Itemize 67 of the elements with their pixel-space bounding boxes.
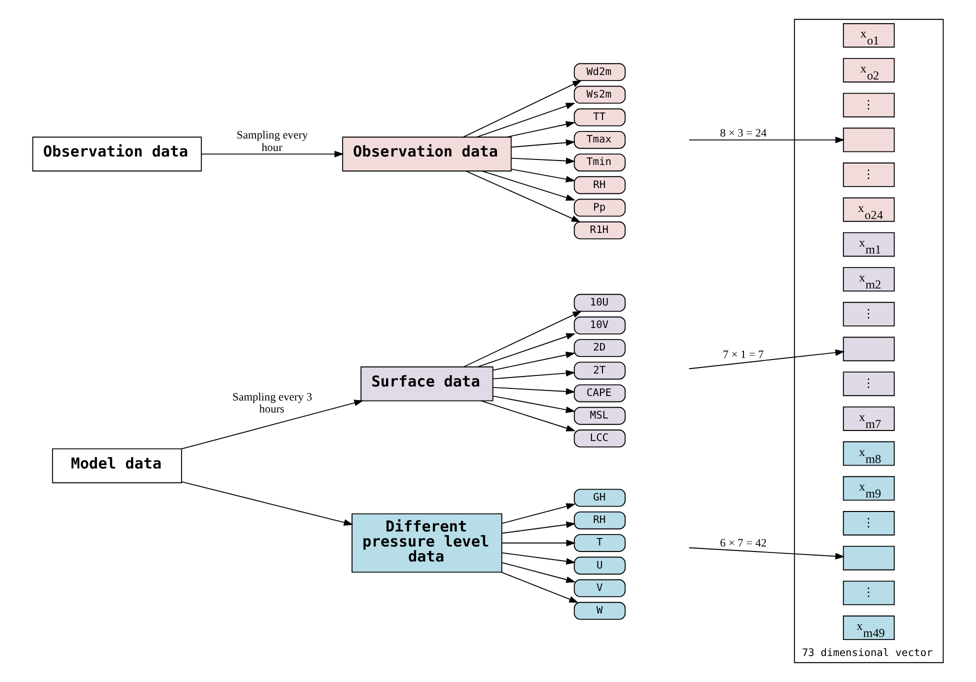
node-box: U — [574, 556, 626, 575]
arrow — [501, 572, 579, 603]
node-box: 2D — [574, 339, 626, 358]
arrow — [462, 80, 582, 138]
arrow — [510, 168, 576, 182]
node-box: ⋮ — [842, 372, 895, 396]
arrow — [492, 352, 576, 371]
node-box: GH — [574, 488, 626, 507]
edge-label: 6 × 7 = 42 — [720, 537, 767, 550]
node-box: 2T — [574, 362, 626, 380]
arrow — [181, 400, 364, 450]
arrow — [501, 552, 576, 565]
node-box: Observation data — [32, 136, 202, 172]
node-box: R1H — [574, 221, 626, 240]
node-box: Pp — [574, 198, 626, 217]
node-box: Observation data — [342, 136, 512, 172]
node-box: ⋮ — [842, 162, 895, 188]
arrow — [476, 102, 576, 138]
node-box: Tmin — [574, 154, 626, 172]
arrow — [501, 521, 576, 534]
node-box: ⋮ — [842, 511, 895, 536]
arrow — [466, 170, 581, 222]
node-box — [842, 546, 895, 570]
edge-label: Sampling every 3 hours — [232, 391, 312, 416]
node-box: ⋮ — [842, 580, 895, 606]
arrow — [510, 139, 576, 148]
arrow — [688, 547, 845, 560]
node-box: RH — [574, 176, 626, 194]
arrow — [477, 333, 576, 368]
arrow — [510, 158, 576, 164]
node-box: CAPE — [574, 384, 626, 402]
node-box: Different pressure level data — [352, 513, 502, 573]
edge-label: 8 × 3 = 24 — [720, 128, 767, 140]
arrow — [492, 370, 576, 380]
node-box: T — [574, 534, 626, 552]
node-box: 10U — [574, 294, 626, 312]
arrow — [201, 150, 344, 158]
node-box — [842, 336, 895, 362]
arrow — [481, 170, 576, 201]
node-box: MSL — [574, 406, 626, 425]
edge-label: Sampling every hour — [236, 130, 308, 154]
arrow — [492, 396, 576, 413]
arrow — [501, 540, 576, 546]
node-box: LCC — [574, 430, 626, 448]
node-box: Model data — [52, 448, 182, 484]
node-box — [842, 128, 895, 152]
arrow — [501, 503, 576, 524]
node-box: TT — [574, 108, 626, 126]
node-box: Wd2m — [574, 63, 626, 82]
arrow — [688, 136, 845, 144]
node-box: ⋮ — [842, 302, 895, 326]
node-box: ⋮ — [842, 92, 895, 118]
node-box: W — [574, 602, 626, 620]
node-box: RH — [574, 511, 626, 530]
node-box: Surface data — [360, 366, 494, 402]
node-box: Tmax — [574, 130, 626, 149]
arrow — [181, 481, 354, 526]
arrow — [688, 349, 845, 370]
arrow — [480, 400, 576, 432]
edge-label: 7 × 1 = 7 — [722, 349, 764, 362]
arrow — [506, 121, 576, 138]
arrow — [501, 562, 576, 583]
arrow — [463, 310, 582, 368]
node-box: Ws2m — [574, 86, 626, 104]
node-box: V — [574, 579, 626, 598]
arrow — [492, 386, 576, 395]
node-box: 10V — [574, 316, 626, 334]
